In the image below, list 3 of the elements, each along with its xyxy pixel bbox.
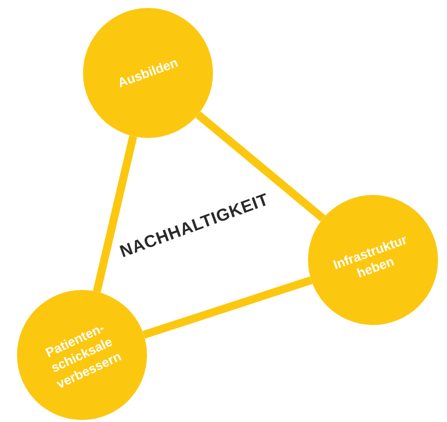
connector-line — [142, 276, 312, 339]
connector-line — [195, 111, 326, 222]
connector-line — [92, 135, 138, 293]
